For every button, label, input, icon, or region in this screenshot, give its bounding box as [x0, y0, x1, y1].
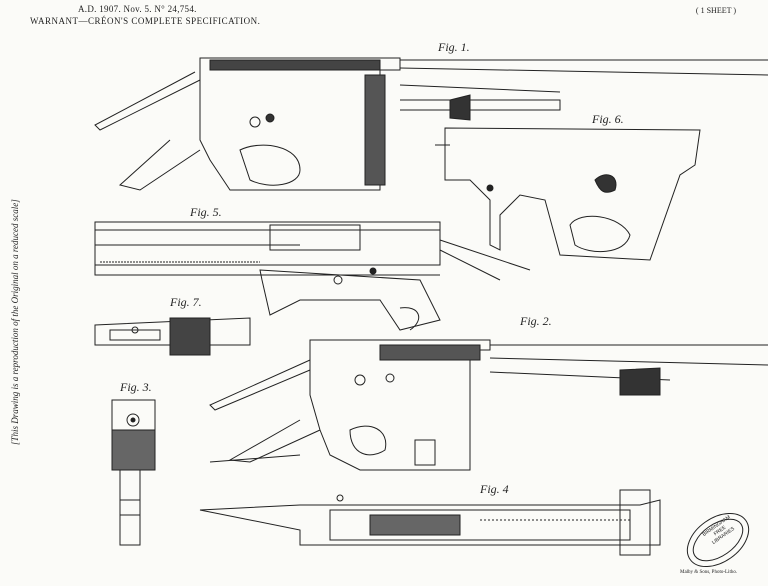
figure-6-label: Fig. 6. [592, 112, 624, 127]
figure-4-drawing [200, 490, 660, 555]
figure-5-drawing [95, 222, 530, 330]
figure-2-drawing [210, 340, 768, 470]
printer-credit: Malby & Sons, Photo-Litho. [680, 570, 737, 575]
figure-7-label: Fig. 7. [170, 295, 202, 310]
figure-2-label: Fig. 2. [520, 314, 552, 329]
figure-1-drawing [95, 58, 768, 190]
figure-7-drawing [95, 318, 250, 355]
figure-6-drawing [435, 128, 700, 260]
figure-5-label: Fig. 5. [190, 205, 222, 220]
figure-3-drawing [112, 400, 155, 545]
figure-4-label: Fig. 4 [480, 482, 509, 497]
figure-1-label: Fig. 1. [438, 40, 470, 55]
figure-3-label: Fig. 3. [120, 380, 152, 395]
